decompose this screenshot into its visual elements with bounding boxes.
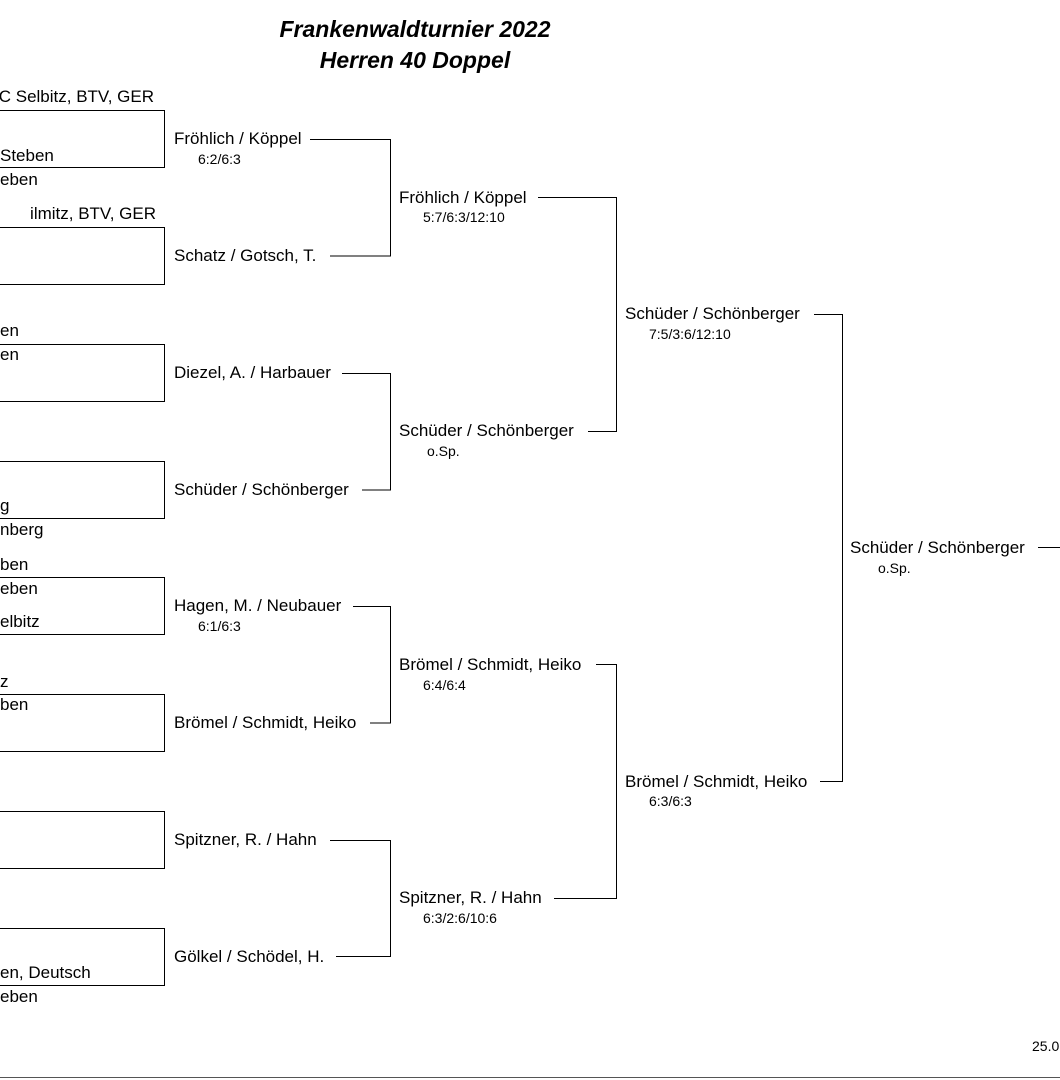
first-round-fragment: ilmitz, BTV, GER [30,204,156,223]
first-round-fragment: nberg [0,520,44,539]
first-round-box-4 [0,461,165,519]
first-round-fragment: g [0,496,10,515]
first-round-fragment: en [0,321,19,340]
page-subtitle: Herren 40 Doppel [319,47,511,73]
first-round-box-7 [0,811,165,869]
first-round-fragment: eben [0,579,38,598]
first-round-box-3 [0,344,165,402]
first-round-box-8 [0,928,165,986]
round2-team: Fröhlich / Köppel [174,129,304,149]
round2-team: Schüder / Schönberger [174,480,351,500]
round2-score: 6:2/6:3 [198,151,241,167]
quarterfinal-team: Brömel / Schmidt, Heiko [399,655,584,675]
first-round-box-2 [0,227,165,285]
semifinal-score: 6:3/6:3 [649,793,692,809]
round2-team: Hagen, M. / Neubauer [174,596,344,616]
first-round-fragment: ben [0,695,29,714]
first-round-fragment: en [0,345,19,364]
connector-r2-2 [342,373,391,491]
quarterfinal-score: 5:7/6:3/12:10 [423,209,505,225]
quarterfinal-score: 6:3/2:6/10:6 [423,910,497,926]
round2-team: Brömel / Schmidt, Heiko [174,713,359,733]
round2-score: 6:1/6:3 [198,618,241,634]
round2-team: Diezel, A. / Harbauer [174,363,333,383]
first-round-fragment: z [0,672,9,691]
first-round-box-5 [0,577,165,635]
connector-r2-4 [330,840,391,957]
final-score: o.Sp. [878,560,911,576]
quarterfinal-team: Spitzner, R. / Hahn [399,888,544,908]
first-round-box-6 [0,694,165,752]
semifinal-team: Brömel / Schmidt, Heiko [625,772,810,792]
first-round-fragment: eben [0,170,38,189]
quarterfinal-score: 6:4/6:4 [423,677,466,693]
footer-divider [0,1077,1060,1078]
round2-team: Spitzner, R. / Hahn [174,830,319,850]
connector-sf-1 [814,314,843,782]
round2-team: Schatz / Gotsch, T. [174,246,319,266]
first-round-fragment: ben [0,555,29,574]
quarterfinal-score: o.Sp. [427,443,460,459]
connector-r2-1 [310,139,391,257]
first-round-fragment: C Selbitz, BTV, GER [0,87,154,106]
first-round-fragment: elbitz [0,612,40,631]
quarterfinal-team: Fröhlich / Köppel [399,188,529,208]
first-round-box-1 [0,110,165,168]
semifinal-team: Schüder / Schönberger [625,304,802,324]
page-title: Frankenwaldturnier 2022 [279,16,551,42]
first-round-fragment: en, Deutsch [0,963,91,982]
connector-r2-3 [353,606,391,724]
connector-qf-1 [538,197,617,432]
quarterfinal-team: Schüder / Schönberger [399,421,576,441]
first-round-fragment: Steben [0,146,54,165]
first-round-fragment: eben [0,987,38,1006]
connector-qf-2 [554,664,617,899]
semifinal-score: 7:5/3:6/12:10 [649,326,731,342]
round2-team: Gölkel / Schödel, H. [174,947,327,967]
final-team: Schüder / Schönberger [850,538,1027,558]
footer-date: 25.0 [1032,1038,1060,1054]
